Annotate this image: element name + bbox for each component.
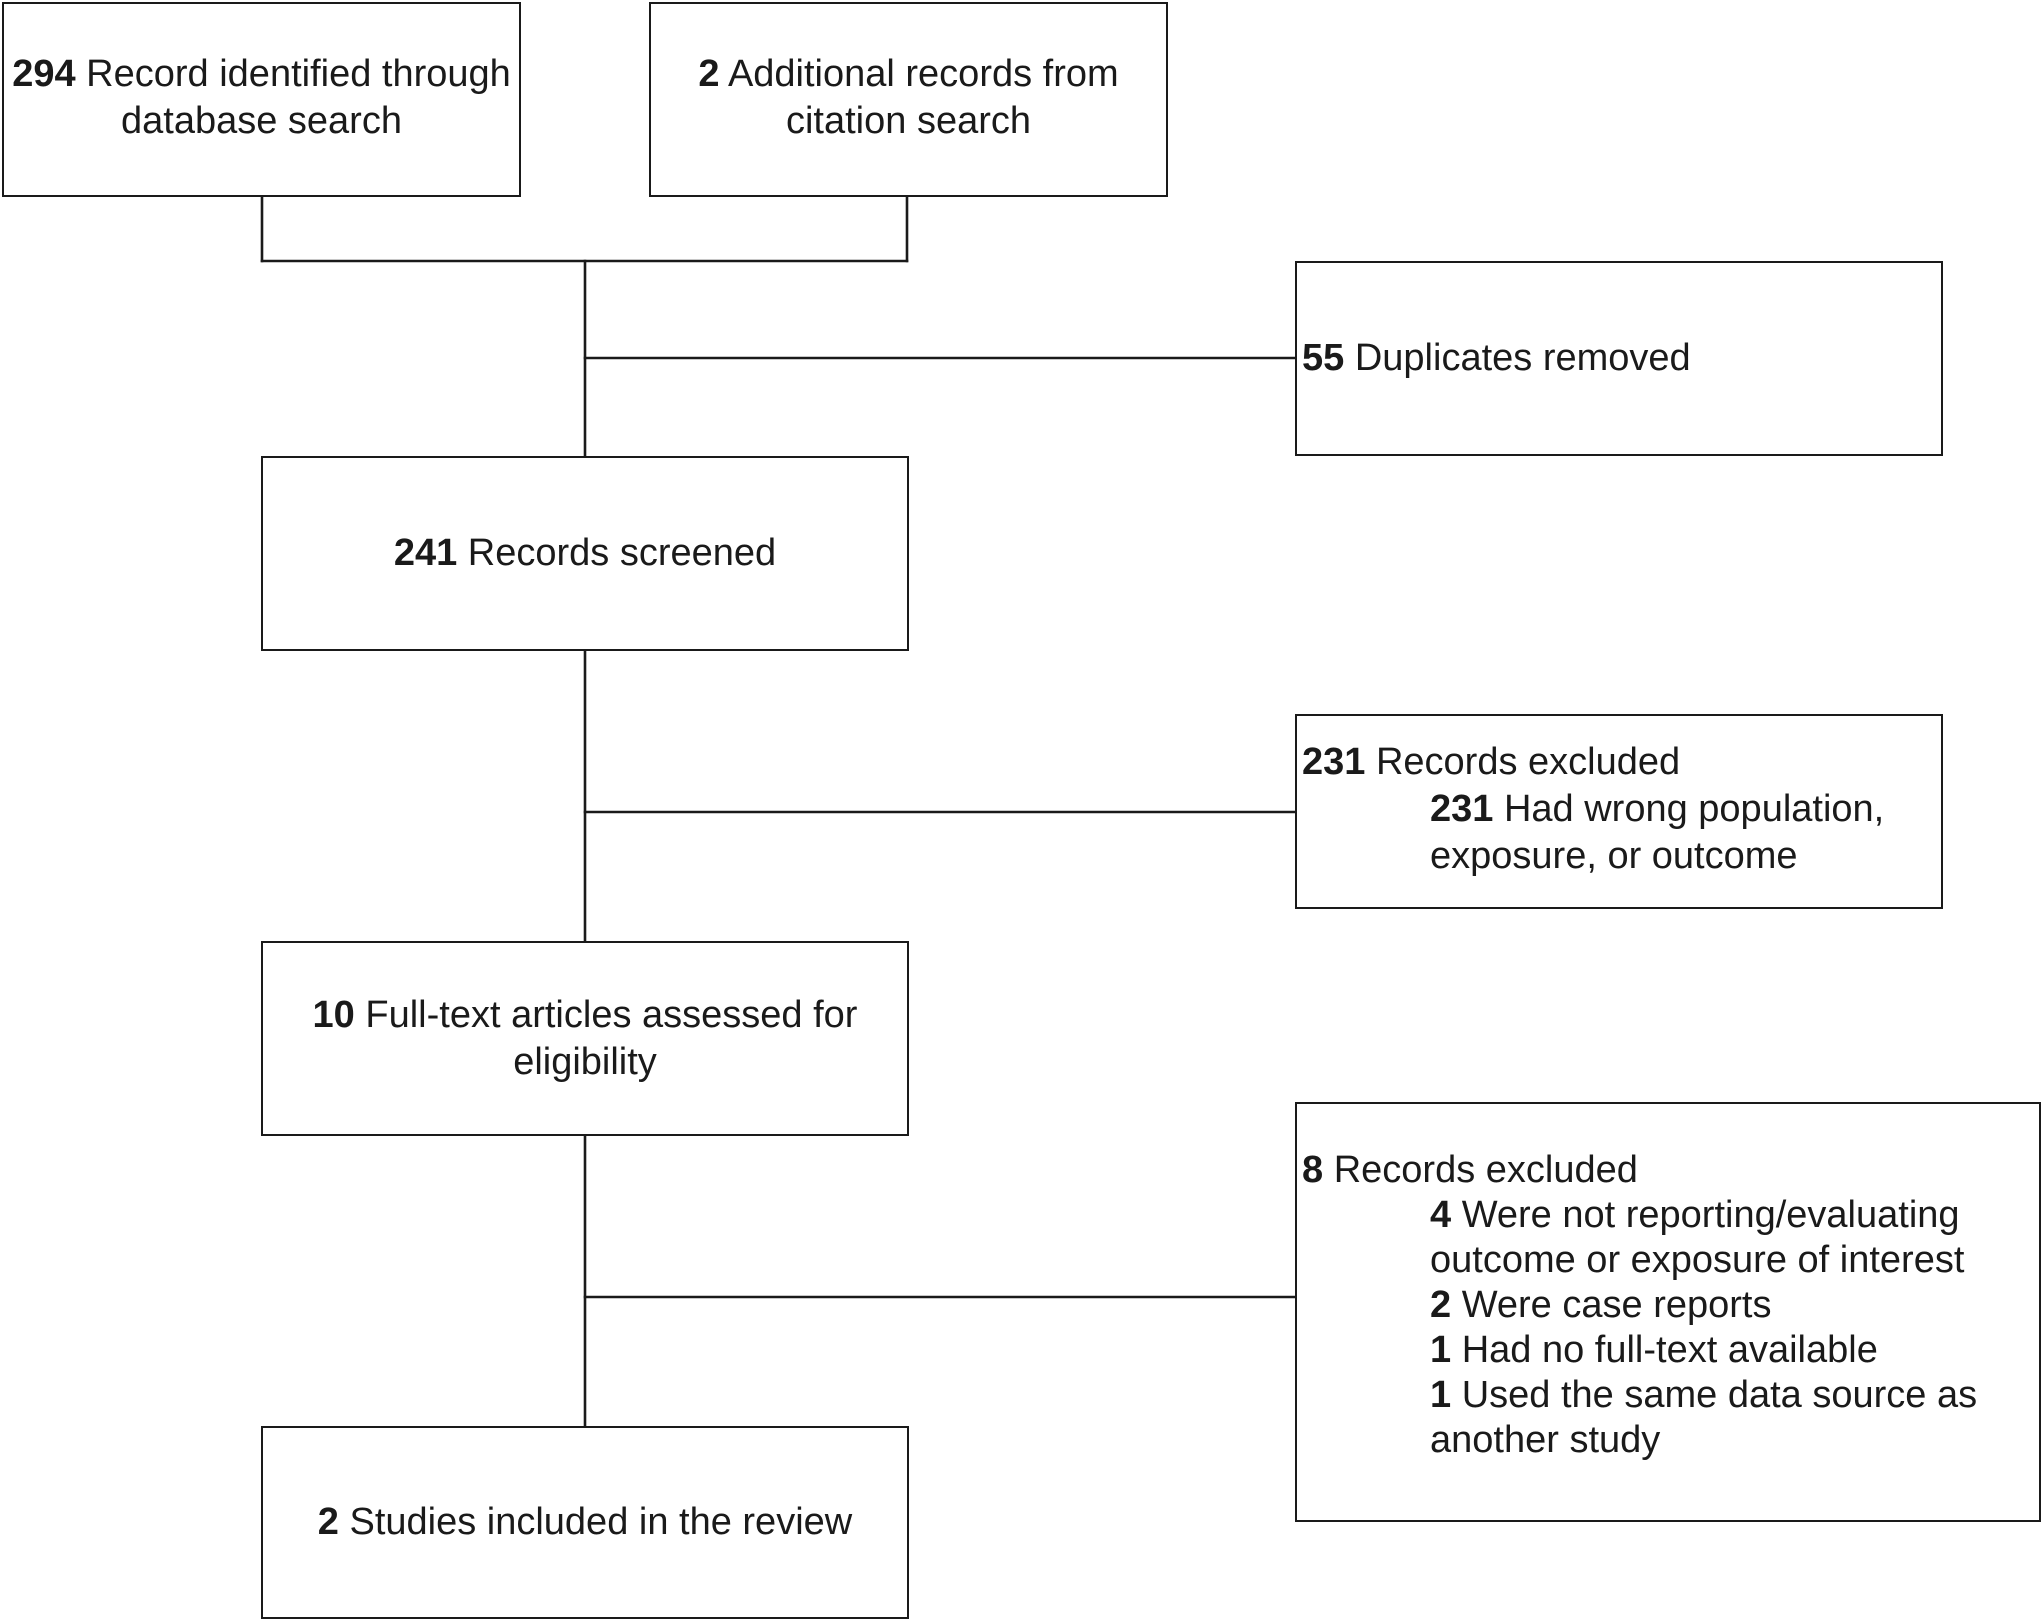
fulltext-assessed-count: 10 bbox=[312, 994, 355, 1036]
records-identified-text: Record identified through bbox=[86, 53, 511, 95]
duplicates-removed-text: Duplicates removed bbox=[1354, 337, 1691, 379]
records-excluded-screening-header: 231 Records excluded bbox=[1302, 739, 1941, 786]
duplicates-removed-box: 55 Duplicates removed bbox=[1295, 261, 1943, 456]
records-excluded-screening-count: 231 bbox=[1302, 741, 1366, 783]
exclusion-reason-text-line2: another study bbox=[1430, 1419, 1661, 1461]
exclusion-reason-text: Were case reports bbox=[1461, 1284, 1772, 1326]
exclusion-reason-count: 231 bbox=[1430, 788, 1494, 830]
records-identified-box: 294 Record identified through database s… bbox=[2, 2, 521, 197]
additional-records-box: 2 Additional records from citation searc… bbox=[649, 2, 1168, 197]
studies-included-text: Studies included in the review bbox=[349, 1501, 853, 1543]
exclusion-reason: 231 Had wrong population, exposure, or o… bbox=[1302, 786, 1941, 880]
exclusion-reason-text: Had wrong population, bbox=[1503, 788, 1885, 830]
records-excluded-fulltext-text: Records excluded bbox=[1333, 1149, 1638, 1191]
exclusion-reason-text-line2: exposure, or outcome bbox=[1430, 835, 1798, 877]
exclusion-reason: 1 Had no full-text available bbox=[1302, 1328, 2039, 1373]
exclusion-reason-text-line2: outcome or exposure of interest bbox=[1430, 1239, 1965, 1281]
exclusion-reason-count: 4 bbox=[1430, 1194, 1452, 1236]
duplicates-removed-count: 55 bbox=[1302, 337, 1345, 379]
studies-included-box: 2 Studies included in the review bbox=[261, 1426, 909, 1619]
exclusion-reason-text: Were not reporting/evaluating bbox=[1461, 1194, 1960, 1236]
records-screened-count: 241 bbox=[393, 532, 458, 574]
exclusion-reason-count: 1 bbox=[1430, 1329, 1452, 1371]
exclusion-reason-text: Used the same data source as bbox=[1461, 1374, 1978, 1416]
exclusion-reason: 2 Were case reports bbox=[1302, 1283, 2039, 1328]
studies-included-count: 2 bbox=[317, 1501, 339, 1543]
fulltext-assessed-text: Full-text articles assessed for bbox=[365, 994, 858, 1036]
exclusion-reason-count: 1 bbox=[1430, 1374, 1452, 1416]
additional-records-count: 2 bbox=[698, 53, 720, 95]
records-excluded-screening-text: Records excluded bbox=[1375, 741, 1681, 783]
exclusion-reason: 4 Were not reporting/evaluating outcome … bbox=[1302, 1193, 2039, 1283]
records-excluded-screening-box: 231 Records excluded 231 Had wrong popul… bbox=[1295, 714, 1943, 909]
records-excluded-fulltext-header: 8 Records excluded bbox=[1302, 1148, 2039, 1193]
records-screened-box: 241 Records screened bbox=[261, 456, 909, 651]
exclusion-reason-text: Had no full-text available bbox=[1461, 1329, 1878, 1371]
additional-records-text-line2: citation search bbox=[785, 100, 1031, 142]
additional-records-text: Additional records from bbox=[727, 53, 1119, 95]
records-identified-text-line2: database search bbox=[121, 100, 402, 142]
records-excluded-fulltext-count: 8 bbox=[1302, 1149, 1324, 1191]
records-excluded-fulltext-box: 8 Records excluded 4 Were not reporting/… bbox=[1295, 1102, 2041, 1522]
records-identified-count: 294 bbox=[12, 53, 76, 95]
exclusion-reason: 1 Used the same data source as another s… bbox=[1302, 1373, 2039, 1463]
fulltext-assessed-box: 10 Full-text articles assessed for eligi… bbox=[261, 941, 909, 1136]
records-screened-text: Records screened bbox=[467, 532, 777, 574]
exclusion-reason-count: 2 bbox=[1430, 1284, 1452, 1326]
fulltext-assessed-text-line2: eligibility bbox=[513, 1041, 657, 1083]
